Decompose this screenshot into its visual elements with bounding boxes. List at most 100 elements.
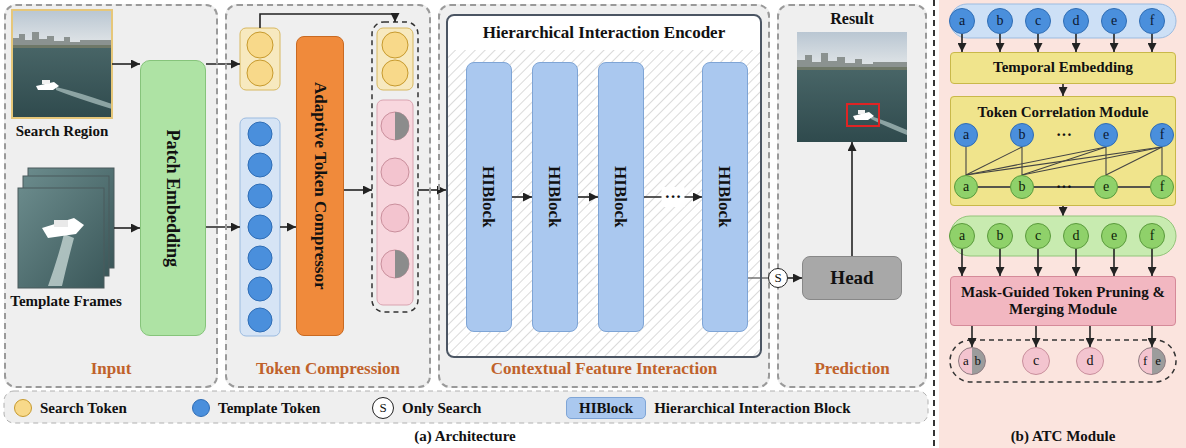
label-holder: (b) ATC Module xyxy=(963,426,1163,446)
node-label: Head xyxy=(830,267,873,289)
graphic-part xyxy=(12,10,112,118)
graphic-part xyxy=(18,188,104,288)
connector xyxy=(961,34,963,52)
connector xyxy=(114,227,140,229)
connector xyxy=(999,34,1001,52)
token-circle: a xyxy=(954,123,978,147)
connector xyxy=(1037,249,1039,276)
legend-text: Hierarchical Interaction Block xyxy=(654,400,850,417)
token-circle: b xyxy=(1010,123,1034,147)
graphic-part xyxy=(1062,206,1064,216)
output-token-outline xyxy=(950,340,1176,382)
graphic-part xyxy=(206,63,240,65)
graphic-part xyxy=(797,67,907,70)
token-circle: c xyxy=(1022,347,1050,375)
graphic-part xyxy=(381,112,409,140)
graphic-part xyxy=(858,110,865,114)
ellipsis-mark: ··· xyxy=(1056,178,1072,196)
connector xyxy=(578,196,598,198)
figure-caption: (b) ATC Module xyxy=(1011,428,1116,445)
node-label: f xyxy=(1143,354,1147,369)
node-label: e xyxy=(1103,127,1109,143)
node-label: a xyxy=(959,13,965,29)
graphic-part xyxy=(395,250,409,278)
graphic-part xyxy=(382,60,408,86)
token-circle: f xyxy=(1139,8,1165,34)
connector xyxy=(1151,326,1153,347)
node-label: b xyxy=(1019,127,1026,143)
node-label: d xyxy=(1073,228,1080,244)
stage-panel: PredictionResultSHead xyxy=(777,4,927,388)
legend-bar xyxy=(4,391,928,423)
graphic-part xyxy=(438,4,770,388)
node-label: Result xyxy=(830,10,874,28)
token-circle: e xyxy=(1101,223,1127,249)
connector xyxy=(788,277,802,279)
graphic-part xyxy=(381,250,409,278)
graphic-part xyxy=(240,28,280,90)
graphic-part xyxy=(42,80,50,84)
token-bar xyxy=(950,216,1176,256)
legend-item: Search Token xyxy=(14,396,127,420)
legend-text: Only Search xyxy=(402,400,481,417)
graphic-part xyxy=(797,32,907,142)
graphic-part xyxy=(248,277,272,301)
token-circle: d xyxy=(1076,347,1104,375)
node-label: Token Compression xyxy=(256,359,400,379)
node-label: f xyxy=(1160,127,1165,143)
node-label: e xyxy=(1111,228,1117,244)
node-label: Token Correlation Module xyxy=(978,104,1149,121)
node-label: Patch Embedding xyxy=(163,129,184,267)
connector xyxy=(1037,34,1039,52)
graphic-part xyxy=(48,234,74,286)
figure-caption: (a) Architecture xyxy=(414,428,516,445)
token-circle: a xyxy=(949,8,975,34)
connector xyxy=(112,63,140,65)
graphic-part xyxy=(344,189,372,191)
stage-panel: Token Compression Adaptive Token Compress… xyxy=(225,4,431,388)
connector xyxy=(851,142,853,256)
graphic-part xyxy=(12,10,112,46)
legend-item: HIBlock Hierarchical Interaction Block xyxy=(566,396,851,420)
node-label: HIBlock xyxy=(479,166,499,227)
node-label: Template Frames xyxy=(10,293,122,310)
graphic-part xyxy=(377,28,413,90)
graphic-part xyxy=(248,215,272,239)
graphic-part xyxy=(382,32,408,58)
node-label: Adaptive Token Compressor xyxy=(310,82,330,290)
node-label: a xyxy=(963,127,969,143)
connector xyxy=(1021,147,1022,175)
connector xyxy=(966,147,1162,175)
search-token-group xyxy=(240,28,280,90)
label-holder: ··· xyxy=(1044,126,1084,144)
connector xyxy=(1151,34,1153,52)
token-circle: e xyxy=(1101,8,1127,34)
node-label: f xyxy=(1160,179,1165,195)
token-circle: e xyxy=(1094,123,1118,147)
graphic-part xyxy=(395,112,409,140)
graphic-part xyxy=(240,118,280,336)
connector xyxy=(1151,249,1153,276)
connector xyxy=(1034,186,1150,187)
legend-swatch: HIBlock xyxy=(566,397,646,419)
token-circle: f xyxy=(1150,175,1174,199)
graphic-part xyxy=(225,4,431,388)
node-label: b xyxy=(997,228,1004,244)
node-label: e xyxy=(1111,13,1117,29)
node-label: a xyxy=(963,354,969,369)
atc-background xyxy=(939,0,1186,448)
graphic-part xyxy=(777,4,927,388)
node-label: Hierarchical Interaction Encoder xyxy=(483,23,725,43)
module-box: Temporal Embedding xyxy=(950,52,1176,84)
graphic-part xyxy=(206,226,240,228)
graphic-part xyxy=(381,204,409,232)
stage-panel: Contextual Feature InteractionHierarchic… xyxy=(438,4,770,388)
node-label: d xyxy=(1073,13,1080,29)
head-box: Head xyxy=(802,256,902,300)
graphic-part xyxy=(12,45,112,48)
graphic-part xyxy=(247,60,273,86)
connector xyxy=(512,196,532,198)
section-divider xyxy=(933,0,935,448)
token-circle: e xyxy=(1094,175,1118,199)
